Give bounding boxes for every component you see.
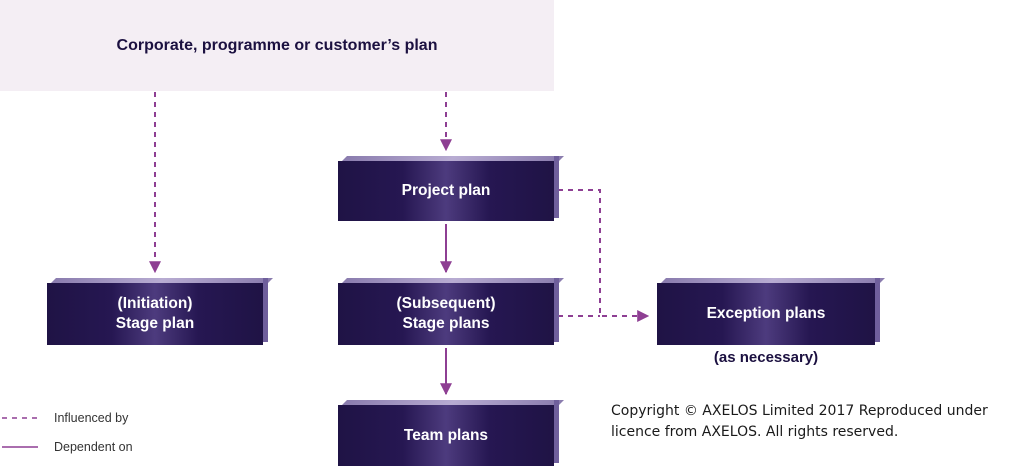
legend-influenced-by: Influenced by: [54, 411, 129, 425]
corporate-plan-box: Corporate, programme or customer’s plan: [0, 0, 554, 91]
team-plans-label: Team plans: [403, 426, 489, 444]
exception-plans-box: Exception plans: [657, 278, 880, 345]
initiation-stage-plan-line2: Stage plan: [115, 315, 195, 332]
copyright-notice: Copyright © AXELOS Limited 2017 Reproduc…: [611, 403, 988, 440]
project-plan-label: Project plan: [401, 182, 491, 199]
project-plan-box: Project plan: [338, 156, 559, 221]
subsequent-stage-plans-line2: Stage plans: [402, 315, 490, 332]
exception-plans-label: Exception plans: [706, 305, 826, 322]
subsequent-stage-plans-line1: (Subsequent): [396, 295, 496, 312]
initiation-stage-plan-box: (Initiation) Stage plan: [47, 278, 268, 345]
initiation-stage-plan-line1: (Initiation): [117, 295, 193, 312]
team-plans-box: Team plans: [338, 400, 559, 466]
corporate-plan-label: Corporate, programme or customer’s plan: [116, 36, 438, 54]
subsequent-stage-plans-box: (Subsequent) Stage plans: [338, 278, 559, 345]
arrow-project-to-exception: [558, 189, 650, 322]
legend-dependent-on: Dependent on: [54, 440, 133, 454]
exception-plans-note: (as necessary): [713, 349, 819, 366]
